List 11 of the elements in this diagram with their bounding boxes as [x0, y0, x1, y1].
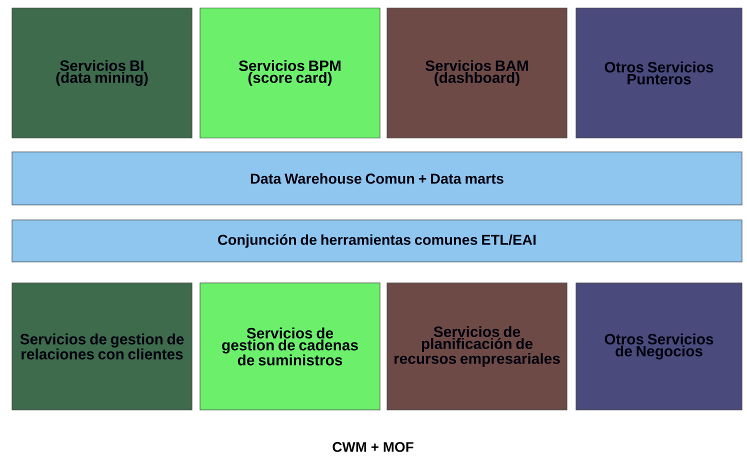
service-box: Servicios de gestion de cadenas de suministros	[200, 282, 380, 410]
service-box: Otros Servicios Punteros	[576, 8, 742, 138]
service-box: Otros Servicios de Negocios	[576, 282, 742, 410]
service-box: Servicios de gestion de relaciones con clientes	[12, 282, 192, 410]
service-box: Servicios de planificación de recursos empresariales	[386, 282, 568, 410]
service-box: Servicios BPM (score card)	[200, 8, 380, 138]
service-box: Servicios BAM (dashboard)	[386, 8, 568, 138]
layer-band: Data Warehouse Comun + Data marts	[12, 152, 742, 206]
service-box: Servicios BI (data mining)	[12, 8, 192, 138]
layer-band: Conjunción de herramientas comunes ETL/EAI	[12, 220, 742, 262]
caption: CWM + MOF	[332, 442, 414, 452]
